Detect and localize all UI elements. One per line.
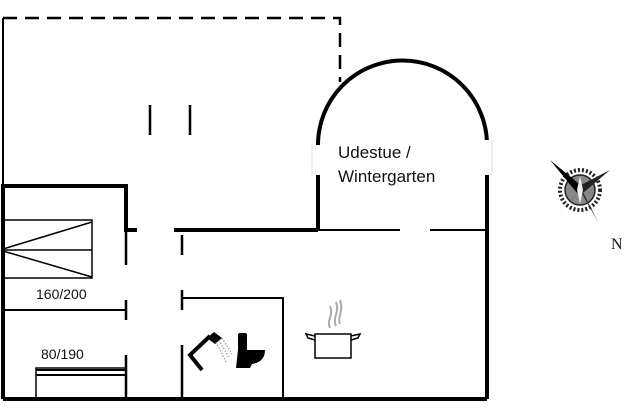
- single-bed: [35, 367, 127, 400]
- shower-icon: [187, 332, 233, 372]
- toilet-icon: [236, 333, 265, 368]
- double-bed: [2, 219, 93, 279]
- wintergarden-wall: [316, 58, 489, 399]
- room-label-line2: Wintergarten: [338, 167, 436, 186]
- room-label-wintergarden: Udestue / Wintergarten: [338, 141, 435, 189]
- north-label: N: [611, 236, 623, 253]
- compass-rose-icon: [550, 160, 610, 222]
- room-label-line1: Udestue /: [338, 143, 411, 162]
- double-bed-size-label: 160/200: [36, 286, 87, 302]
- terrace-outline: [3, 16, 342, 82]
- single-bed-size-label: 80/190: [41, 346, 84, 362]
- cooking-pot-icon: [304, 299, 362, 359]
